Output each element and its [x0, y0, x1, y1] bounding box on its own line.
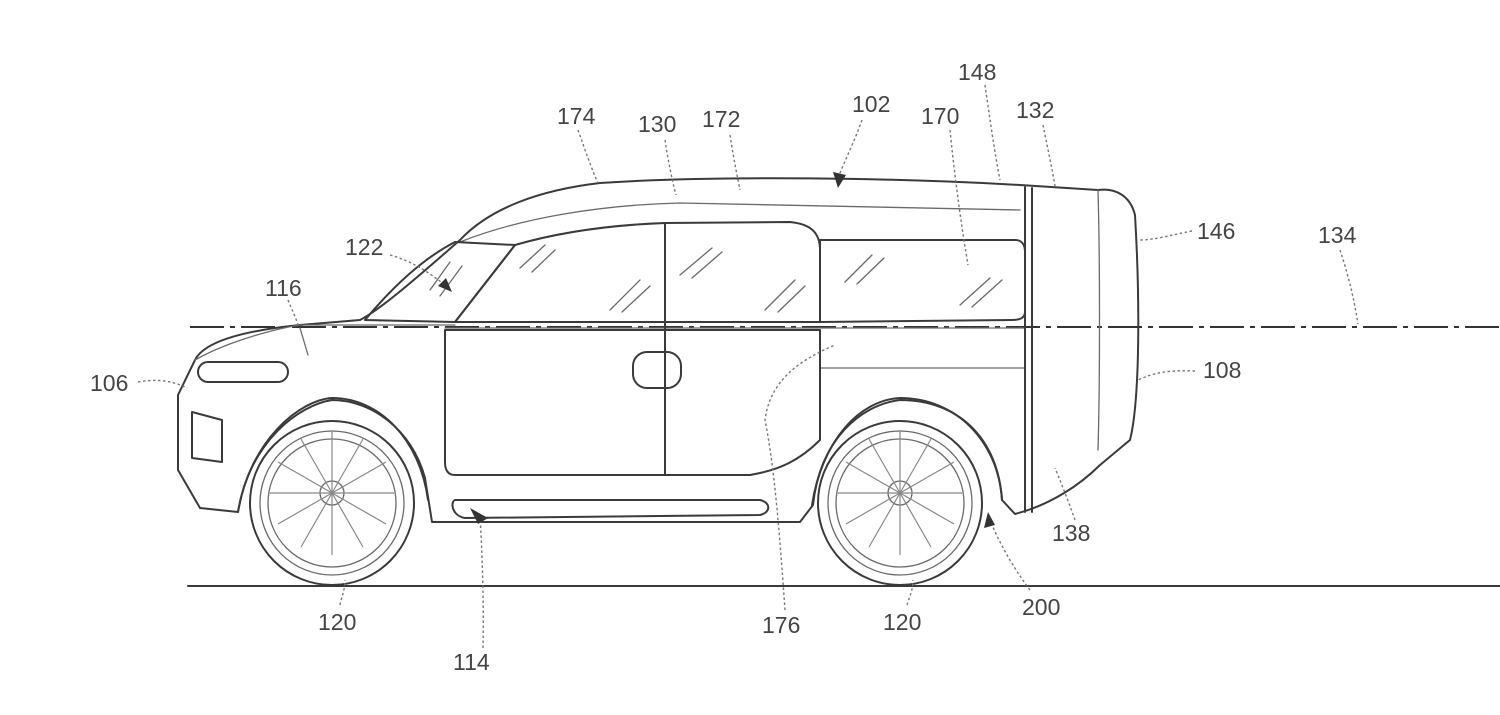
ref-122: 122	[345, 234, 383, 260]
ref-134: 134	[1318, 222, 1357, 248]
vehicle-body-outline	[177, 177, 1140, 523]
ref-106: 106	[90, 370, 128, 396]
ref-176: 176	[762, 612, 800, 638]
side-step	[451, 499, 770, 519]
ref-120-front: 120	[318, 609, 356, 635]
front-wheel-arch	[237, 397, 429, 513]
arrow-102	[833, 172, 846, 188]
door-handle-icon	[632, 351, 682, 389]
windshield	[364, 241, 516, 323]
ref-138: 138	[1052, 520, 1090, 546]
ref-120-rear: 120	[883, 609, 921, 635]
arrow-114	[470, 508, 488, 524]
reference-numerals: 174 130 172 102 170 148 132 146 134 108 …	[90, 59, 1357, 675]
ref-108: 108	[1203, 357, 1241, 383]
ref-130: 130	[638, 111, 676, 137]
front-side-window	[454, 222, 666, 323]
rear-wheel-arch	[811, 397, 1003, 506]
ref-102: 102	[852, 91, 890, 117]
ref-148: 148	[958, 59, 996, 85]
hood-line	[194, 324, 456, 361]
front-wheel	[249, 420, 415, 586]
pod-panel-line	[1097, 189, 1101, 451]
glass-hatching	[429, 244, 1003, 313]
ref-114: 114	[453, 649, 490, 675]
leader-lines	[137, 84, 1359, 649]
arrow-200	[984, 512, 995, 528]
ref-116: 116	[265, 275, 302, 301]
ref-200: 200	[1022, 594, 1060, 620]
ref-132: 132	[1016, 97, 1054, 123]
bumper-lamp	[191, 411, 223, 463]
ref-174: 174	[557, 103, 596, 129]
roof-inner-line	[459, 202, 1021, 243]
rear-wheel	[817, 420, 983, 586]
door-panel	[444, 329, 821, 476]
ref-172: 172	[702, 106, 740, 132]
hood-crease	[299, 327, 309, 356]
arrow-122	[438, 278, 452, 292]
arrow-heads	[438, 172, 995, 528]
middle-window	[664, 221, 821, 323]
rear-window	[819, 239, 1026, 323]
ref-170: 170	[921, 103, 959, 129]
headlight	[197, 361, 289, 383]
ref-146: 146	[1197, 218, 1235, 244]
